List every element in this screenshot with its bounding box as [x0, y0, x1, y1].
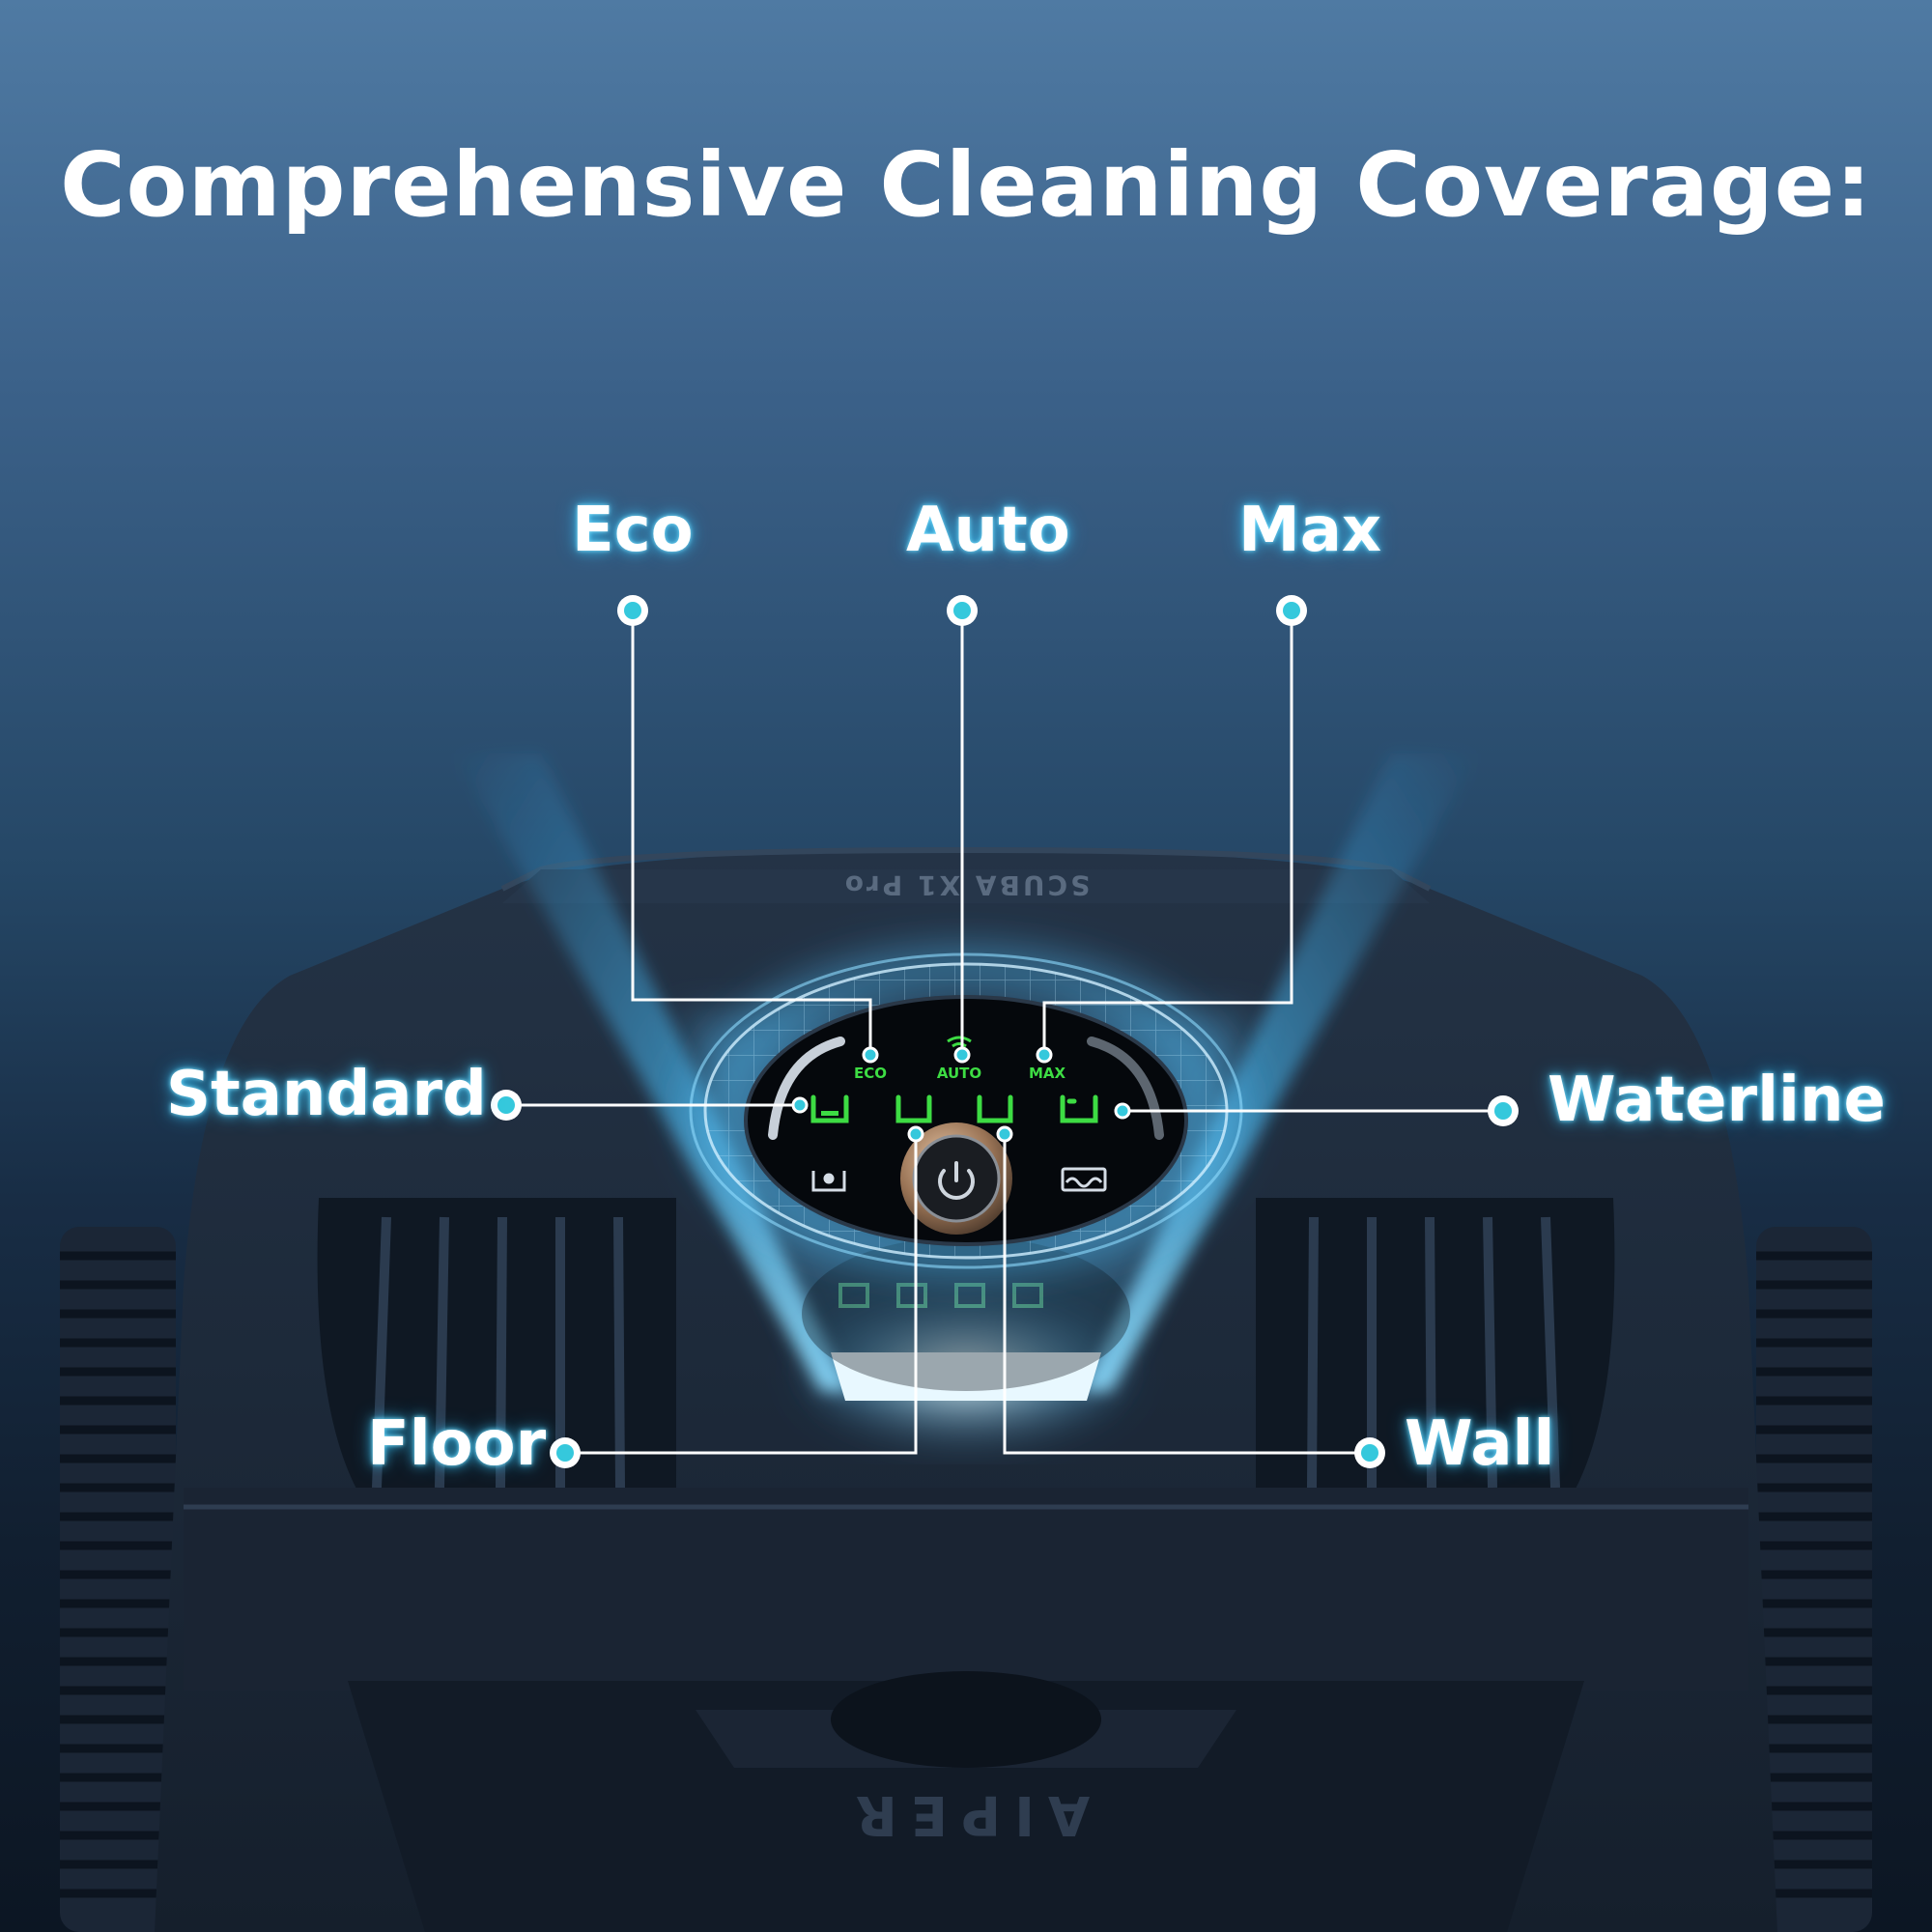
- left-vent: [317, 1198, 676, 1507]
- standard-label: Standard: [166, 1059, 487, 1130]
- power-icon: [938, 1161, 975, 1200]
- right-track: [1756, 1227, 1872, 1932]
- panel-auto-label: AUTO: [937, 1065, 981, 1082]
- wall-label: Wall: [1405, 1408, 1555, 1480]
- left-track: [60, 1227, 176, 1932]
- floor-label: Floor: [367, 1408, 547, 1480]
- floor-mode-icon: [895, 1094, 932, 1123]
- panel-max-label: MAX: [1029, 1065, 1066, 1082]
- wifi-icon: [947, 1036, 972, 1048]
- callout-lines: [506, 611, 1503, 1455]
- waterline-label: Waterline: [1548, 1065, 1886, 1136]
- model-engraving: SCUBA X1 Pro: [842, 869, 1091, 901]
- panel-eco-label: ECO: [854, 1065, 887, 1082]
- power-button[interactable]: [900, 1122, 1012, 1235]
- water-drop-icon: [811, 1171, 846, 1192]
- control-panel: ECO AUTO MAX: [744, 995, 1188, 1246]
- waves-icon: [1061, 1167, 1107, 1192]
- callout-dots: [491, 595, 1519, 1468]
- brand-logo: AIPER: [842, 1783, 1091, 1846]
- eco-label: Eco: [572, 495, 694, 566]
- standard-mode-icon: [810, 1094, 849, 1123]
- wall-mode-icon: [977, 1094, 1013, 1123]
- page-title: Comprehensive Cleaning Coverage:: [60, 133, 1872, 237]
- waterline-mode-icon: [1060, 1094, 1098, 1123]
- auto-label: Auto: [906, 495, 1070, 566]
- max-label: Max: [1238, 495, 1382, 566]
